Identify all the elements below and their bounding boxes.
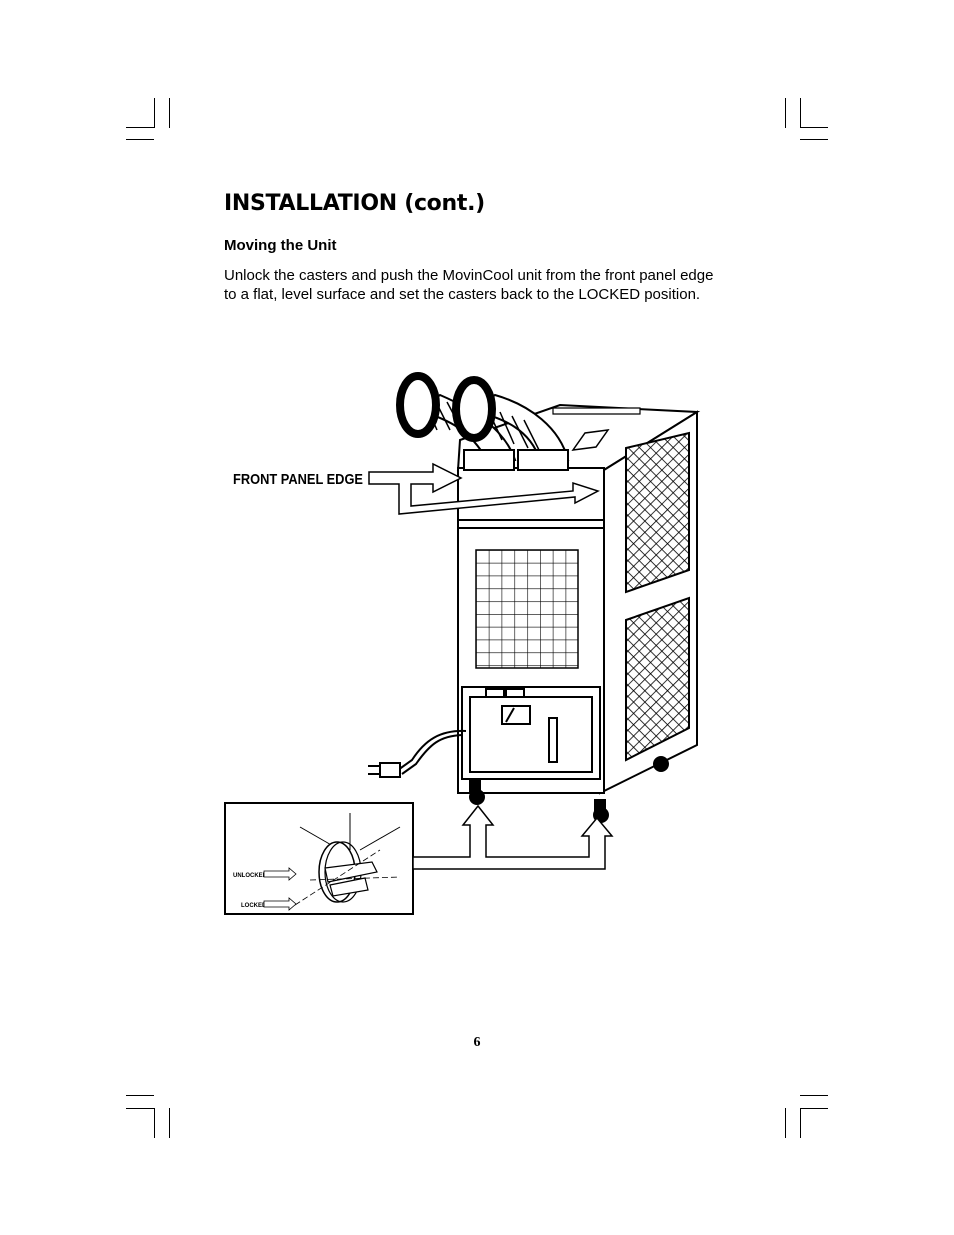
locked-arrow xyxy=(263,897,297,911)
casters xyxy=(469,756,669,823)
callout-arrow xyxy=(368,462,600,515)
unlocked-label: UNLOCKED xyxy=(233,873,268,879)
side-mesh-upper xyxy=(625,431,690,594)
side-mesh-lower xyxy=(625,596,690,762)
front-panel-edge-label: FRONT PANEL EDGE xyxy=(233,471,363,488)
instruction-paragraph: Unlock the casters and push the MovinCoo… xyxy=(224,267,714,303)
caster-inset: UNLOCKED LOCKED xyxy=(224,802,414,915)
section-title: INSTALLATION (cont.) xyxy=(224,191,485,216)
water-tank xyxy=(461,686,601,780)
front-grille xyxy=(475,549,579,669)
exhaust-hoses xyxy=(396,372,570,471)
power-cord xyxy=(368,729,467,778)
caster-pointer-arrows xyxy=(412,804,614,870)
locked-label: LOCKED xyxy=(241,903,267,909)
unlocked-arrow xyxy=(263,867,297,881)
subsection-title: Moving the Unit xyxy=(224,237,337,254)
page-number: 6 xyxy=(473,1035,481,1050)
